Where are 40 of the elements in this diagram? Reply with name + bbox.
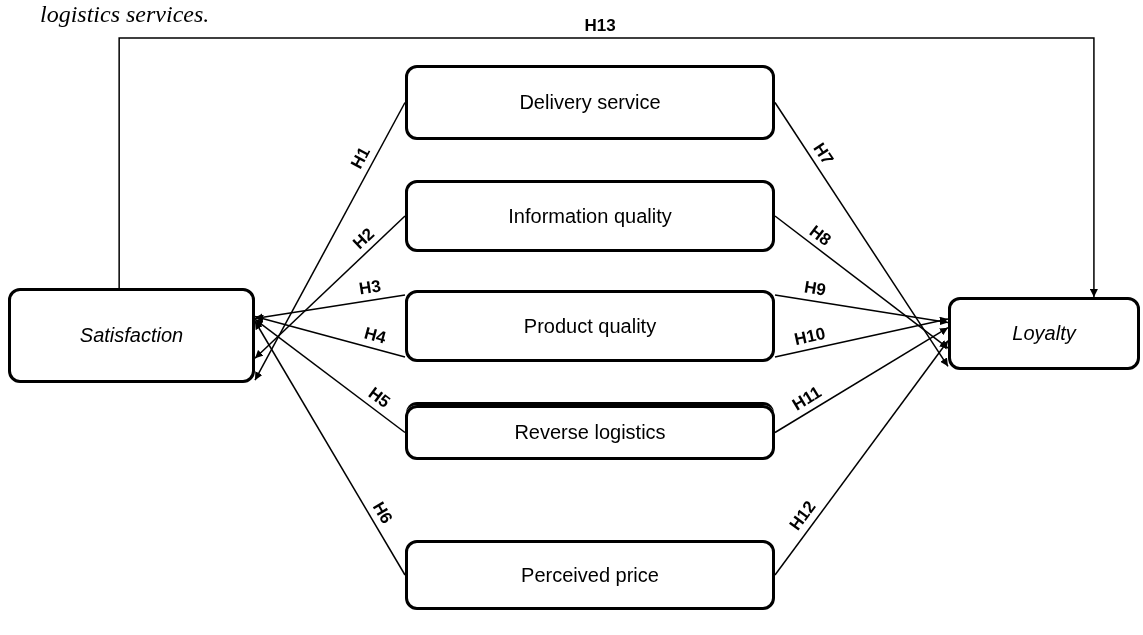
edge-label: H13 bbox=[584, 16, 616, 36]
construct-box bbox=[948, 297, 1140, 370]
construct-box bbox=[405, 405, 775, 460]
edge-label: H10 bbox=[793, 323, 828, 350]
edge-label: H1 bbox=[347, 143, 376, 173]
edge-label: H8 bbox=[805, 220, 836, 251]
arrow bbox=[774, 215, 949, 349]
node-label: Product quality bbox=[523, 314, 657, 338]
edge-label: H6 bbox=[368, 498, 397, 528]
edge-label: H5 bbox=[364, 383, 394, 413]
node-label: Delivery service bbox=[519, 91, 661, 114]
edge-label: H11 bbox=[788, 382, 825, 416]
edge-label: H4 bbox=[362, 324, 389, 349]
edge-label: H2 bbox=[348, 223, 379, 254]
construct-box bbox=[405, 540, 775, 610]
arrow bbox=[118, 37, 1098, 298]
edge-label: H7 bbox=[808, 139, 838, 169]
construct-box bbox=[405, 180, 775, 252]
arrow bbox=[774, 340, 949, 576]
caption: logistics services. bbox=[40, 0, 210, 28]
arrow bbox=[254, 314, 406, 358]
construct-box bbox=[8, 288, 255, 383]
arrow bbox=[774, 101, 949, 368]
arrow bbox=[254, 320, 406, 576]
node-label: Perceived price bbox=[521, 563, 659, 587]
node-label: Loyalty bbox=[1012, 322, 1076, 345]
node-label: Information quality bbox=[508, 204, 672, 228]
arrow bbox=[254, 101, 406, 381]
arrow bbox=[774, 326, 949, 434]
node-label: Satisfaction bbox=[79, 324, 184, 347]
construct-box bbox=[405, 290, 775, 362]
arrow bbox=[254, 294, 406, 322]
edge-label: H3 bbox=[357, 276, 383, 300]
edge-label: H9 bbox=[802, 277, 828, 301]
node-label: Reverse logistics bbox=[514, 421, 666, 444]
arrow bbox=[254, 215, 406, 360]
arrow bbox=[774, 316, 949, 358]
arrow bbox=[774, 294, 949, 326]
arrow bbox=[254, 318, 406, 434]
construct-box bbox=[405, 65, 775, 140]
